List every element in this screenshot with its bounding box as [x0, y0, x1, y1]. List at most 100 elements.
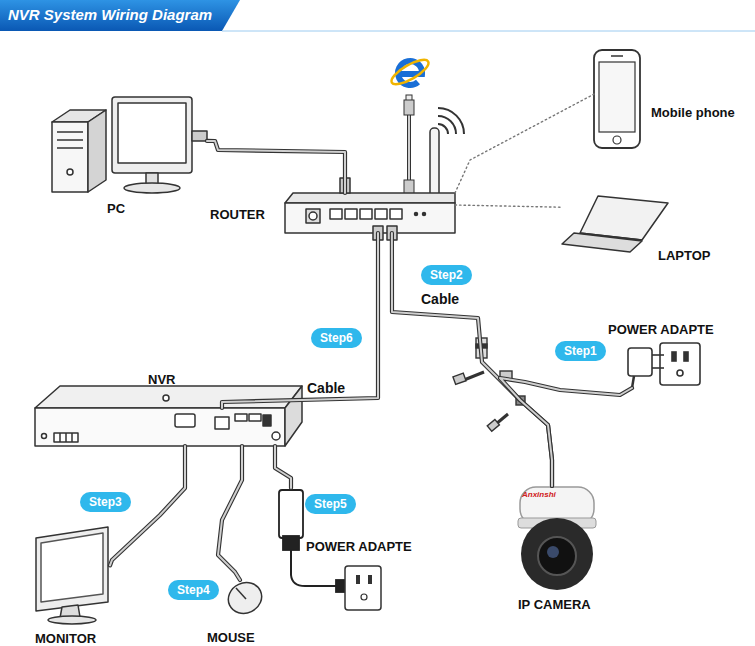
title-banner [222, 31, 755, 32]
network-cable [222, 233, 378, 408]
wifi-waves [438, 116, 456, 134]
nvr-illustration [285, 386, 302, 446]
network-cable [275, 446, 291, 488]
power-adapter-illustration [345, 566, 381, 610]
nvr-illustration [65, 433, 67, 442]
wireless-link [455, 205, 560, 207]
power-adapter-illustration [368, 575, 372, 584]
title-banner [0, 0, 240, 31]
phone-illustration [613, 136, 621, 144]
splitter-cable [487, 419, 499, 431]
internet-icon [388, 55, 431, 88]
network-cable [222, 233, 378, 408]
power-adapter-illustration [283, 536, 299, 550]
phone-illustration [594, 50, 640, 148]
router-illustration [423, 213, 426, 216]
device-label: POWER ADAPTE [306, 539, 412, 554]
network-cable [392, 233, 552, 486]
phone-illustration [611, 55, 623, 57]
monitor-illustration [36, 527, 108, 624]
pc-illustration [112, 97, 192, 173]
mouse-illustration [223, 577, 266, 619]
internet-cable [404, 180, 414, 194]
device-label: Mobile phone [651, 105, 735, 120]
splitter-cable [453, 373, 466, 384]
nvr-illustration [249, 414, 261, 421]
pc-illustration [124, 183, 180, 193]
pc-illustration [52, 97, 207, 193]
brand-mark: Anxinshi [522, 490, 556, 499]
nvr-illustration [215, 417, 229, 429]
network-cable [275, 446, 291, 488]
ip-camera-illustration [518, 460, 596, 590]
nvr-illustration [163, 395, 169, 401]
router-illustration [285, 128, 455, 240]
network-cable [500, 378, 632, 486]
device-label: POWER ADAPTE [608, 322, 714, 337]
router-illustration [373, 226, 383, 240]
network-cable [207, 141, 345, 193]
nvr-illustration [235, 414, 247, 421]
device-label: MONITOR [35, 631, 96, 646]
camera-node: IP CAMERA [516, 486, 598, 592]
monitor-illustration [41, 533, 103, 602]
pc-illustration [118, 103, 186, 163]
wireless-link [455, 94, 594, 193]
step-callout: Step4 [168, 580, 219, 600]
phone-illustration [599, 62, 635, 132]
laptop-illustration [562, 233, 642, 252]
power-adapter-illustration [291, 550, 338, 586]
power-adapter-illustration [628, 343, 700, 388]
nvr-illustration [42, 434, 47, 439]
router-illustration [360, 209, 372, 219]
power-adapter-illustration [361, 594, 367, 600]
step-callout: Step5 [305, 494, 356, 514]
router-illustration [285, 193, 455, 203]
wifi-waves [438, 108, 464, 134]
mouse-node: MOUSE [224, 580, 266, 616]
step-callout: Step1 [555, 341, 606, 361]
network-cable [500, 378, 632, 486]
internet-cable [404, 100, 414, 115]
device-label: LAPTOP [658, 248, 711, 263]
splitter-cable [476, 338, 487, 358]
mouse-illustration [236, 588, 246, 599]
laptop-illustration [580, 233, 642, 240]
router-illustration [375, 209, 387, 219]
network-cable [275, 446, 291, 488]
device-label: PC [107, 201, 125, 216]
device-label: MOUSE [207, 630, 255, 645]
step-callout: Step2 [421, 265, 472, 285]
splitter-cable [476, 344, 487, 348]
nvr-node: NVR [35, 408, 285, 446]
nvr-illustration [35, 386, 302, 408]
step-callout: Step3 [80, 492, 131, 512]
internet-cable [404, 95, 414, 194]
wifi-waves [438, 124, 448, 134]
network-cable [207, 141, 345, 193]
router-illustration [415, 213, 418, 216]
network-cable [218, 446, 242, 580]
splitter-cable [464, 372, 484, 380]
power-adapter-illustration [632, 376, 634, 388]
power-adapter-node: POWER ADAPTE [620, 342, 702, 388]
phone-illustration [594, 50, 640, 148]
nvr-illustration [35, 408, 285, 446]
ip-camera-illustration [550, 460, 554, 488]
power-adapter-illustration [652, 354, 664, 356]
network-cable [392, 233, 552, 486]
mouse-illustration [223, 577, 266, 619]
network-cable [500, 378, 632, 486]
monitor-illustration [36, 527, 108, 611]
router-illustration [285, 203, 455, 233]
splitter-cable [453, 338, 525, 431]
power-adapter-illustration [672, 352, 676, 361]
device-label: ROUTER [210, 207, 265, 222]
network-cable [207, 141, 345, 193]
router-node: ROUTER [285, 193, 455, 233]
power-adapter-illustration [652, 367, 664, 369]
step-callout: Step6 [311, 328, 362, 348]
nvr-illustration [175, 414, 195, 427]
